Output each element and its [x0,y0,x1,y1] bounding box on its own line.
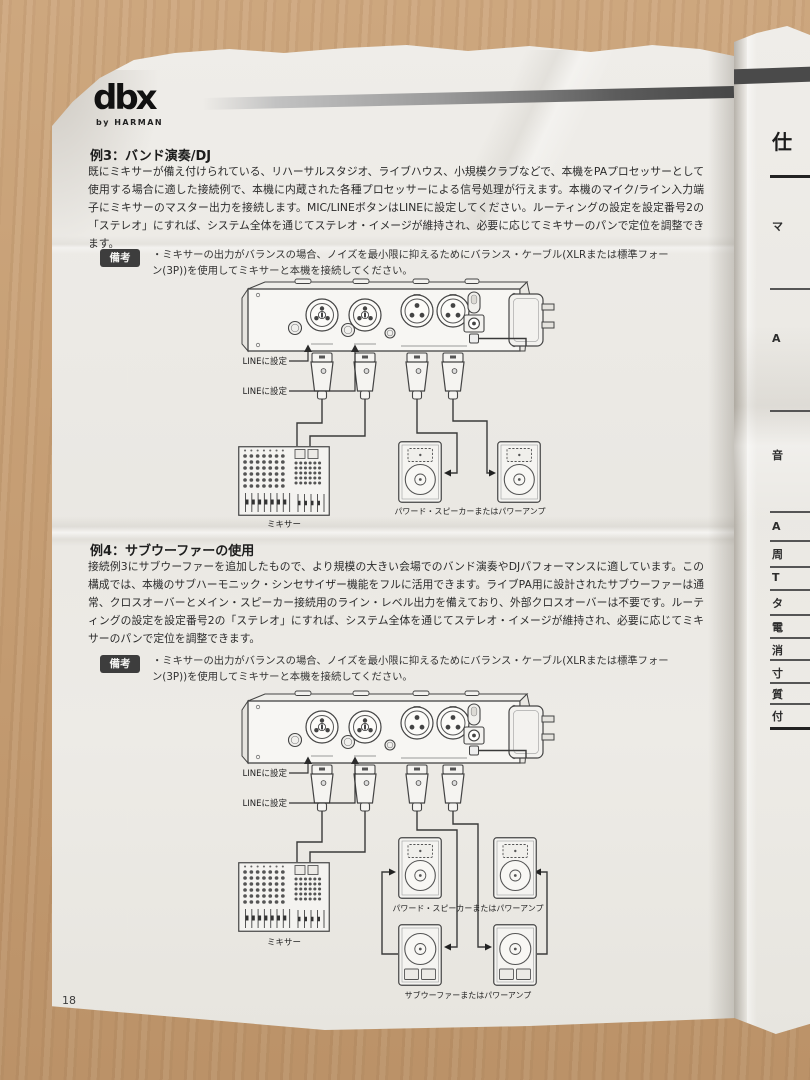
arrow-into-right-subwoofer [485,943,492,951]
left-subwoofer-illustration [398,924,442,986]
line-setting-label-1: LINEに設定 [242,769,287,779]
note-example3: 備考 ・ミキサーの出力がバランスの場合、ノイズを最小限に抑えるためにバランス・ケ… [100,248,674,279]
spec-divider [770,659,810,661]
spec-row-partial: 付 [772,710,783,723]
section-body-example3: 既にミキサーが備え付けられている、リハーサルスタジオ、ライブハウス、小規模クラブ… [88,165,704,250]
arrow-into-right-speaker [534,868,541,876]
arrow-into-left-speaker [444,469,451,477]
spec-divider [770,614,810,616]
connection-diagram-example3: LINEに設定 LINEに設定 ミキサー パワード・スピーカーまたはパワーアンプ [225,278,555,533]
powered-speaker-label: パワード・スピーカーまたはパワーアンプ [392,904,544,913]
spec-divider [770,540,810,542]
spec-row-partial: タ [772,597,783,610]
note-example4: 備考 ・ミキサーの出力がバランスの場合、ノイズを最小限に抑えるためにバランス・ケ… [100,654,674,685]
mixer-illustration [239,447,330,516]
spec-row-partial: マ [772,220,783,233]
section-heading-example4: 例4：サブウーファーの使用 [90,544,255,559]
diagram4-illustration [225,690,555,986]
spec-row-partial: 消 [772,644,783,657]
cable-routing-lines [296,401,489,474]
spec-divider [770,703,810,705]
page-gap-shadow [734,26,747,1034]
spec-heading-partial: 仕 [772,130,792,154]
processor-rear-panel-illustration [242,279,554,401]
arrow-into-left-speaker [389,868,396,876]
spec-row-partial: 音 [772,449,783,462]
spec-divider [770,727,810,730]
next-page-edge: 仕 マ A 音 A 周 T タ 電 消 寸 質 付 [734,26,810,1034]
line-setting-label-2: LINEに設定 [242,799,287,809]
spec-divider [770,288,810,290]
spec-row-partial: 周 [772,548,783,561]
arrow-into-left-subwoofer [444,943,451,951]
spec-row-partial: 寸 [772,667,783,680]
next-page-accent-bar [734,66,810,85]
harman-byline: by HARMAN [96,118,164,127]
spec-divider [770,589,810,591]
dbx-logo: dbx [93,78,158,118]
spec-divider [770,637,810,639]
spec-row-partial: 質 [772,688,783,701]
mixer-label: ミキサー [266,938,301,948]
note-badge: 備考 [100,655,140,673]
right-subwoofer-illustration [493,924,537,986]
spec-divider [770,682,810,684]
spec-divider [770,511,810,513]
right-speaker-illustration [497,441,541,503]
line-setting-label-2: LINEに設定 [242,387,287,397]
note-text: ・ミキサーの出力がバランスの場合、ノイズを最小限に抑えるためにバランス・ケーブル… [152,249,669,277]
spec-row-partial: A [772,332,781,345]
spec-divider [770,410,810,412]
diagram3-illustration [225,278,555,533]
left-speaker-illustration [398,441,442,503]
note-text: ・ミキサーの出力がバランスの場合、ノイズを最小限に抑えるためにバランス・ケーブル… [152,655,669,683]
powered-speaker-label: パワード・スピーカーまたはパワーアンプ [394,507,546,516]
right-speaker-illustration [493,837,537,899]
brand-logo: dbx by HARMAN [93,78,164,127]
strip-crease [734,326,810,526]
note-badge: 備考 [100,249,140,267]
section-body-example4: 接続例3にサブウーファーを追加したもので、より規模の大きい会場でのバンド演奏やD… [88,560,704,645]
subwoofer-label: サブウーファーまたはパワーアンプ [404,991,532,1000]
manual-page-18: dbx by HARMAN 例3：バンド演奏/DJ 既にミキサーが備え付けられて… [52,45,734,1030]
connection-diagram-example4: LINEに設定 LINEに設定 ミキサー パワード・スピーカーまたはパワーアンプ… [225,690,555,1005]
spec-divider [770,566,810,568]
processor-rear-panel-illustration [242,691,554,813]
mixer-illustration [239,863,330,932]
mixer-label: ミキサー [266,520,301,530]
line-setting-label-1: LINEに設定 [242,357,287,367]
page-edge-highlight [747,26,757,1034]
section-heading-example3: 例3：バンド演奏/DJ [90,149,212,164]
spec-row-partial: 電 [772,621,783,634]
spec-divider [770,175,810,178]
page-number: 18 [62,994,76,1007]
cable-routing-lines [296,813,548,955]
spec-row-partial: A [772,520,781,533]
left-speaker-illustration [398,837,442,899]
arrow-into-right-speaker [489,469,496,477]
spec-row-partial: T [772,571,780,584]
paper-fold-shadow [708,45,734,1030]
header-accent-bar [201,85,734,111]
